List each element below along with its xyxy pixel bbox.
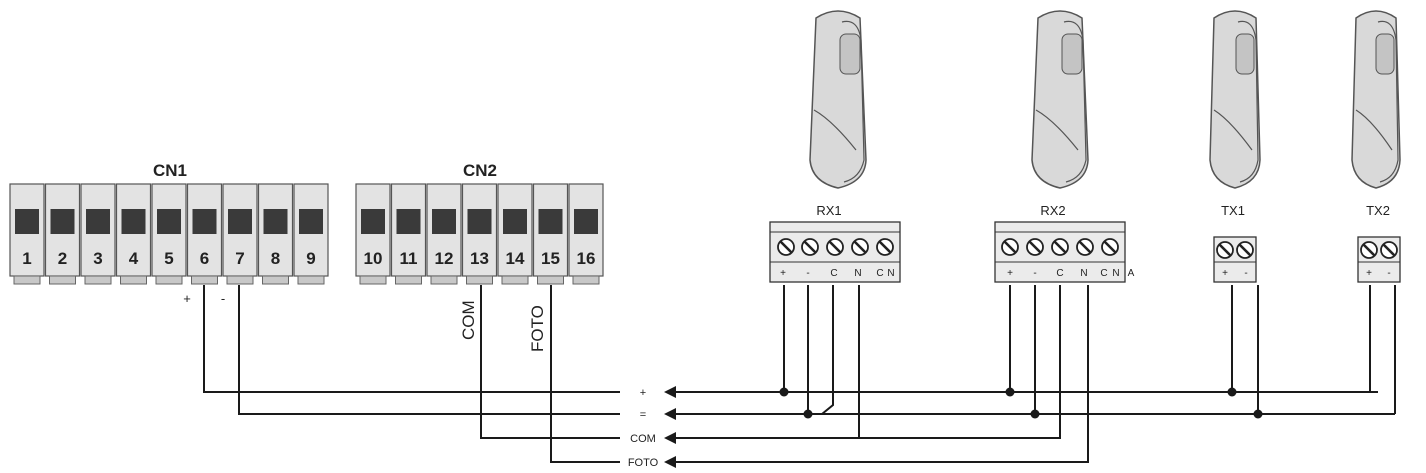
- cn2-block: CN2 10 11 12 13 14 15 16: [355, 161, 604, 285]
- rx2-pin-n: N: [1080, 268, 1087, 279]
- tx1-sensor-icon: [1209, 10, 1261, 189]
- wire-plus-cn1: [203, 285, 620, 393]
- cn2-terminal-14: 14: [497, 183, 533, 285]
- junction-dots: [779, 387, 1263, 419]
- bus-arrows: [664, 386, 676, 468]
- cn1-plus-label: +: [183, 291, 191, 306]
- cn2-terminal-label: 10: [364, 249, 383, 268]
- bus-plus-label: +: [640, 387, 646, 399]
- rx1-pin-n2: N: [887, 268, 894, 279]
- cn2-title: CN2: [463, 161, 497, 180]
- rx1-terminal-strip: RX1 + - C N C N: [769, 203, 901, 283]
- rx1-pin-minus: -: [806, 268, 809, 279]
- tx1-pin-plus: +: [1222, 268, 1228, 279]
- tx2-sensor-icon: [1351, 10, 1401, 189]
- cn1-terminal-7: 7: [222, 183, 258, 285]
- rx2-pin-plus: +: [1007, 268, 1013, 279]
- cn1-terminal-8: 8: [257, 183, 294, 285]
- rx1-pin-c: C: [830, 268, 837, 279]
- cn1-terminal-3: 3: [80, 183, 116, 285]
- cn2-terminal-label: 16: [577, 249, 596, 268]
- rx1-pin-plus: +: [780, 268, 786, 279]
- cn2-terminal-label: 14: [506, 249, 525, 268]
- cn1-terminal-label: 2: [58, 249, 67, 268]
- rx2-pin-n2: N: [1112, 268, 1119, 279]
- bus-com-line: [674, 285, 1061, 439]
- rx1-pin-c2: C: [876, 268, 883, 279]
- cn2-terminal-label: 12: [435, 249, 454, 268]
- bus-com-label: COM: [630, 433, 656, 445]
- cn2-terminal-10: 10: [355, 183, 391, 285]
- cn2-terminal-13: 13: [461, 183, 498, 285]
- cn2-foto-label: FOTO: [528, 305, 547, 352]
- cn1-terminal-4: 4: [115, 183, 152, 285]
- cn1-title: CN1: [153, 161, 187, 180]
- cn2-terminal-16: 16: [568, 183, 604, 285]
- rx1-pin-n: N: [854, 268, 861, 279]
- cn1-terminal-2: 2: [44, 183, 81, 285]
- wire-com-cn2: [480, 285, 620, 439]
- tx1-pin-minus: -: [1244, 268, 1247, 279]
- wire-foto-cn2: [550, 285, 620, 463]
- rx2-terminal-strip: RX2 + - C N C N A: [994, 203, 1135, 283]
- cn2-terminal-15: 15: [532, 183, 569, 285]
- wire-minus-cn1: [238, 285, 620, 415]
- cn1-terminal-9: 9: [293, 183, 329, 285]
- cn1-terminal-label: 1: [22, 249, 31, 268]
- cn2-com-label: COM: [459, 300, 478, 340]
- rx2-pin-a: A: [1128, 268, 1135, 279]
- cn1-terminal-label: 4: [129, 249, 139, 268]
- bus-foto-line: [674, 285, 1089, 463]
- tx2-pin-minus: -: [1387, 268, 1390, 279]
- rx1-sensor-icon: [809, 10, 867, 189]
- cn2-terminal-label: 13: [470, 249, 489, 268]
- rx2-pin-minus: -: [1033, 268, 1036, 279]
- cn1-minus-label: -: [221, 291, 225, 306]
- bus-foto-label: FOTO: [628, 457, 659, 469]
- cn1-block: CN1 1 2 3 4 5 6 7 8 9: [9, 161, 329, 285]
- rx2-title: RX2: [1040, 203, 1065, 218]
- tx2-title: TX2: [1366, 203, 1390, 218]
- rx1-c-drop: [821, 285, 834, 415]
- cn1-terminal-label: 6: [200, 249, 209, 268]
- cn1-terminal-6: 6: [186, 183, 223, 285]
- cn1-terminal-1: 1: [9, 183, 45, 285]
- cn1-terminal-5: 5: [151, 183, 187, 285]
- rx2-pin-c2: C: [1100, 268, 1107, 279]
- tx2-pin-plus: +: [1366, 268, 1372, 279]
- rx1-n-drop: [858, 285, 1060, 439]
- cn1-terminal-label: 8: [271, 249, 280, 268]
- cn2-terminal-label: 11: [400, 249, 418, 268]
- cn2-terminal-12: 12: [426, 183, 462, 285]
- tx1-title: TX1: [1221, 203, 1245, 218]
- cn2-terminal-11: 11: [390, 183, 427, 285]
- tx1-terminal-strip: TX1 + -: [1213, 203, 1257, 283]
- cn1-terminal-label: 7: [235, 249, 244, 268]
- cn2-terminal-label: 15: [541, 249, 560, 268]
- rx2-pin-c: C: [1056, 268, 1063, 279]
- rx2-sensor-icon: [1031, 10, 1089, 189]
- cn1-terminal-label: 3: [93, 249, 102, 268]
- bus-minus-label: =: [640, 409, 646, 421]
- rx1-title: RX1: [816, 203, 841, 218]
- wires: [203, 285, 1396, 463]
- cn1-terminal-label: 9: [306, 249, 315, 268]
- tx2-terminal-strip: TX2 + -: [1357, 203, 1401, 283]
- cn1-terminal-label: 5: [164, 249, 173, 268]
